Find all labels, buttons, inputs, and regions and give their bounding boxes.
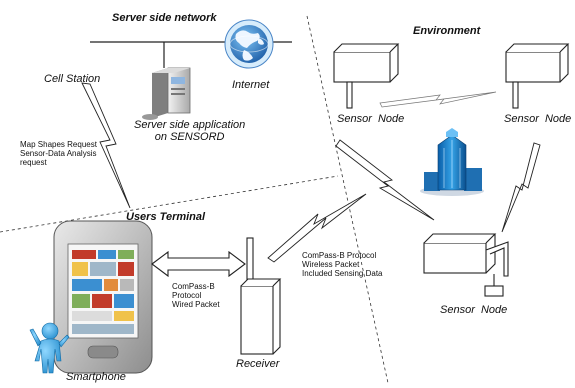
sensor-mesh-link-3 [501,142,541,233]
cell-wireless-link [81,82,131,209]
sensor-node-left-icon [333,43,400,109]
section-label-environment: Environment [413,25,481,37]
section-label-server-side-network: Server side network [112,12,217,24]
cell-link-label: Map Shapes Request Sensor-Data Analysis … [20,140,97,167]
sensor-node-bottom-label: Sensor Node [440,304,508,316]
building-icon [420,128,484,196]
wired-link-arrow [151,250,246,278]
person-icon [29,322,70,374]
wired-link-label: ComPass-B Protocol Wired Packet [172,282,220,309]
sensor-node-right-label: Sensor Node [504,113,572,125]
server-application-label: Server side application on SENSORD [134,119,246,144]
sensor-mesh-link-2 [379,91,497,108]
receiver-icon [240,237,282,355]
smartphone-label: Smartphone [66,371,126,383]
internet-globe-icon [224,19,274,69]
receiver-sensor-wireless-link [267,193,367,263]
smartphone-icon [53,220,153,374]
server-icon [142,67,191,120]
receiver-label: Receiver [236,358,280,370]
cell-station-label: Cell Station [44,73,101,85]
sensor-node-left-label: Sensor Node [337,113,405,125]
region-separators [0,15,389,384]
section-label-users-terminal: Users Terminal [126,211,206,223]
wireless-link-label: ComPass-B Protocol Wireless Packet Inclu… [302,251,383,278]
internet-label: Internet [232,79,270,91]
sensor-mesh-link-1 [335,139,435,221]
sensor-node-right-icon [505,43,570,109]
sensor-node-bottom-icon [423,233,509,297]
